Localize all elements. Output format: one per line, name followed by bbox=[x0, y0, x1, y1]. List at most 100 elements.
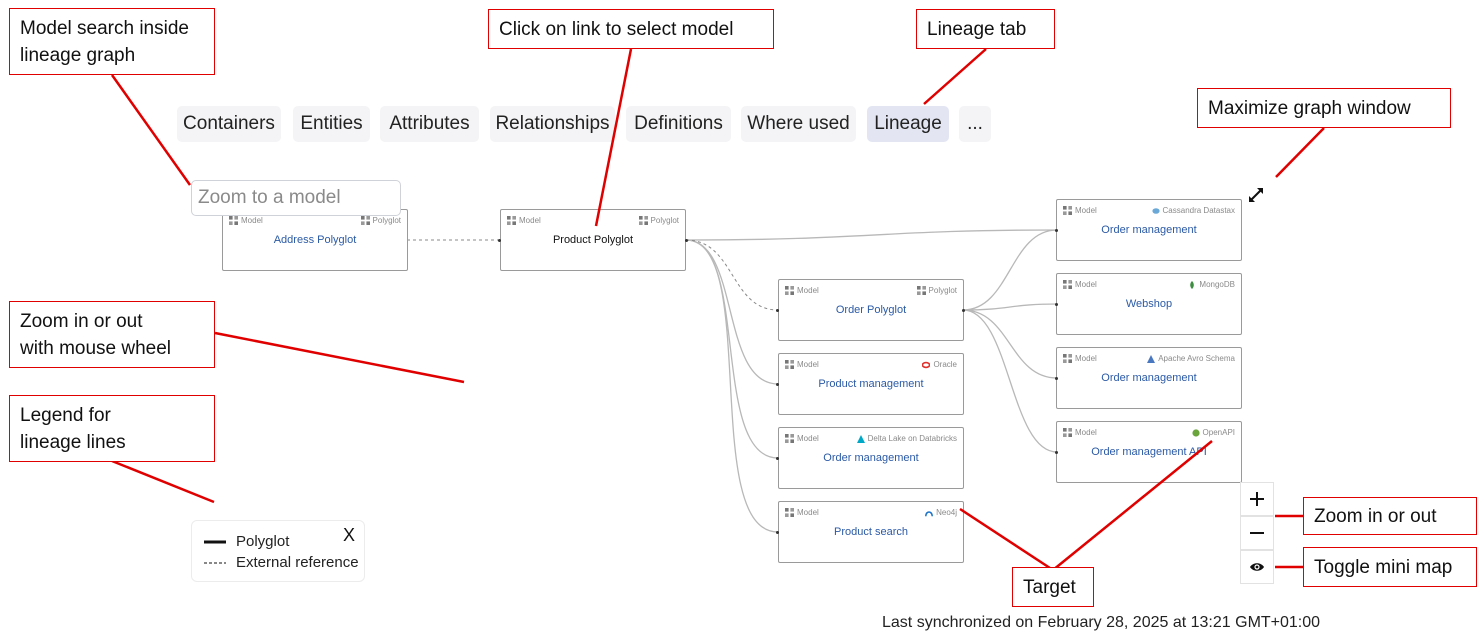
maximize-icon bbox=[1249, 188, 1263, 202]
node-product-polyglot: Model Polyglot Product Polyglot bbox=[500, 209, 686, 271]
tab-containers[interactable]: Containers bbox=[177, 106, 281, 142]
node-order-management-delta: Model Delta Lake on Databricks Order man… bbox=[778, 427, 964, 489]
annotation-lineage-tab: Lineage tab bbox=[916, 9, 1055, 49]
legend-label-external: External reference bbox=[236, 554, 359, 571]
node-tech: OpenAPI bbox=[1191, 428, 1235, 437]
model-icon bbox=[507, 216, 516, 225]
model-search-input[interactable] bbox=[191, 180, 401, 216]
node-kind: Model bbox=[1063, 280, 1097, 289]
node-kind: Model bbox=[1063, 354, 1097, 363]
node-kind: Model bbox=[229, 216, 263, 225]
connector-dot bbox=[776, 531, 779, 534]
node-address-polyglot: Model Polyglot Address Polyglot bbox=[222, 209, 408, 271]
legend-close-icon[interactable]: X bbox=[343, 525, 356, 545]
node-tech: Neo4j bbox=[925, 508, 957, 517]
tab-more[interactable]: ... bbox=[959, 106, 991, 142]
node-order-polyglot: Model Polyglot Order Polyglot bbox=[778, 279, 964, 341]
neo4j-icon bbox=[925, 510, 934, 516]
annotation-target: Target bbox=[1012, 567, 1094, 607]
model-link-address-polyglot[interactable]: Address Polyglot bbox=[273, 234, 357, 246]
model-link-product-polyglot[interactable]: Product Polyglot bbox=[552, 234, 634, 246]
maximize-button[interactable] bbox=[1246, 185, 1266, 205]
edge-product-neo4j bbox=[685, 239, 779, 533]
node-order-management-avro: Model Apache Avro Schema Order managemen… bbox=[1056, 347, 1242, 409]
legend-label-polyglot: Polyglot bbox=[236, 533, 290, 550]
model-icon bbox=[785, 434, 794, 443]
oracle-icon bbox=[922, 361, 931, 368]
polyglot-icon bbox=[638, 216, 648, 225]
annotation-toggle-minimap: Toggle mini map bbox=[1303, 547, 1477, 587]
connector-dot bbox=[1055, 377, 1058, 380]
model-link-order-management-cassandra[interactable]: Order management bbox=[1101, 224, 1197, 236]
eye-icon bbox=[1250, 563, 1264, 571]
tab-definitions[interactable]: Definitions bbox=[626, 106, 731, 142]
connector-dot bbox=[1055, 303, 1058, 306]
model-link-order-polyglot[interactable]: Order Polyglot bbox=[835, 304, 907, 316]
edge-order-webshop bbox=[962, 303, 1058, 311]
node-order-management-api: Model OpenAPI Order management API bbox=[1056, 421, 1242, 483]
node-tech: Polyglot bbox=[360, 216, 401, 225]
node-tech: MongoDB bbox=[1188, 280, 1235, 289]
annotation-zoom-buttons: Zoom in or out bbox=[1303, 497, 1477, 535]
node-order-management-cassandra: Model Cassandra Datastax Order managemen… bbox=[1056, 199, 1242, 261]
node-kind: Model bbox=[785, 286, 819, 295]
openapi-icon bbox=[1191, 428, 1200, 437]
model-link-webshop[interactable]: Webshop bbox=[1125, 298, 1173, 310]
connector-dot bbox=[498, 239, 501, 242]
tab-entities[interactable]: Entities bbox=[293, 106, 370, 142]
node-kind: Model bbox=[1063, 206, 1097, 215]
connector-dot bbox=[776, 383, 779, 386]
connector-dot bbox=[962, 309, 965, 312]
connector-dot bbox=[1055, 229, 1058, 232]
tab-lineage[interactable]: Lineage bbox=[867, 106, 949, 142]
node-kind: Model bbox=[1063, 428, 1097, 437]
zoom-in-button[interactable] bbox=[1240, 482, 1274, 516]
annotation-maximize: Maximize graph window bbox=[1197, 88, 1451, 128]
connector-dot bbox=[1055, 451, 1058, 454]
model-link-order-management-api[interactable]: Order management API bbox=[1091, 446, 1207, 458]
polyglot-icon bbox=[360, 216, 370, 225]
avro-icon bbox=[1147, 354, 1156, 363]
zoom-out-icon bbox=[1250, 532, 1264, 534]
model-link-order-management-delta[interactable]: Order management bbox=[823, 452, 919, 464]
zoom-in-icon bbox=[1250, 492, 1264, 506]
model-link-order-management-avro[interactable]: Order management bbox=[1101, 372, 1197, 384]
node-kind: Model bbox=[785, 434, 819, 443]
lineage-legend: Polyglot External reference X bbox=[191, 520, 365, 582]
mongodb-icon bbox=[1190, 280, 1195, 289]
model-link-product-search[interactable]: Product search bbox=[834, 526, 908, 538]
node-tech: Delta Lake on Databricks bbox=[856, 434, 957, 443]
node-tech: Polyglot bbox=[638, 216, 679, 225]
legend-row-dashed: External reference bbox=[204, 554, 359, 571]
tab-relationships[interactable]: Relationships bbox=[490, 106, 615, 142]
node-product-management-oracle: Model Oracle Product management bbox=[778, 353, 964, 415]
zoom-out-button[interactable] bbox=[1240, 516, 1274, 550]
model-icon bbox=[785, 286, 794, 295]
model-link-product-management[interactable]: Product management bbox=[818, 378, 924, 390]
edge-order-cassandra bbox=[962, 229, 1058, 311]
annotation-click-link: Click on link to select model bbox=[488, 9, 774, 49]
toggle-minimap-button[interactable] bbox=[1240, 550, 1274, 584]
tab-where-used[interactable]: Where used bbox=[741, 106, 856, 142]
connector-dot bbox=[776, 457, 779, 460]
node-tech: Apache Avro Schema bbox=[1147, 354, 1235, 363]
dashed-line-swatch bbox=[204, 562, 226, 563]
model-icon bbox=[785, 360, 794, 369]
edge-product-cassandra bbox=[685, 229, 1058, 241]
legend-row-solid: Polyglot bbox=[204, 533, 289, 550]
edge-product-order-polyglot bbox=[685, 239, 779, 311]
node-webshop-mongodb: Model MongoDB Webshop bbox=[1056, 273, 1242, 335]
node-tech: Cassandra Datastax bbox=[1151, 206, 1235, 215]
model-icon bbox=[1063, 354, 1072, 363]
model-icon bbox=[229, 216, 238, 225]
node-kind: Model bbox=[785, 508, 819, 517]
solid-line-swatch bbox=[204, 540, 226, 543]
annotation-legend: Legend for lineage lines bbox=[9, 395, 215, 462]
edge-order-api bbox=[962, 309, 1058, 453]
node-tech: Polyglot bbox=[916, 286, 957, 295]
node-product-search-neo4j: Model Neo4j Product search bbox=[778, 501, 964, 563]
edge-order-avro bbox=[962, 309, 1058, 379]
tab-attributes[interactable]: Attributes bbox=[380, 106, 479, 142]
connector-dot bbox=[685, 239, 688, 242]
